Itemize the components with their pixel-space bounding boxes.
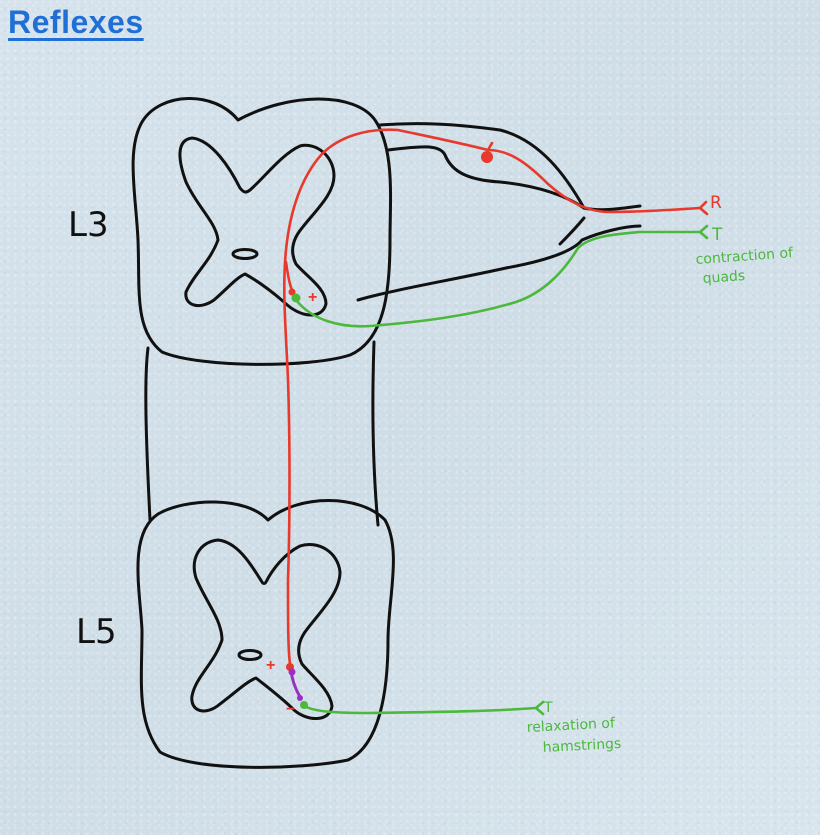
sign-l5-excitatory: + [266, 657, 275, 674]
ganglion-stalk [486, 141, 494, 152]
cord-left-wall [144, 346, 152, 522]
nerve-split [558, 216, 586, 246]
quads-motor-cell-body [291, 293, 301, 303]
label-l5: L5 [76, 612, 117, 652]
interneuron-cell-body [288, 668, 296, 676]
receptor-ending-bottom [698, 206, 709, 216]
sensory-axon-peripheral [320, 128, 702, 214]
sign-l3-excitatory: + [308, 289, 317, 306]
quads-motor-axon [294, 230, 702, 328]
receptor-ending-top [698, 200, 708, 210]
l3-outer-contour [131, 97, 393, 366]
l5-central-canal [237, 649, 263, 661]
cord-right-wall [371, 340, 380, 527]
annotation-hamstrings-line1: relaxation of [526, 715, 616, 736]
label-l3: L3 [68, 205, 109, 245]
hamstrings-target-bottom [534, 706, 545, 716]
sensory-neuron [282, 128, 709, 666]
annotation-quads-line1: contraction of [695, 245, 794, 268]
spinal-cord-outlines [131, 97, 642, 769]
page-title: Reflexes [8, 4, 144, 40]
quads-target-bottom [698, 230, 709, 240]
annotation-hamstrings-line2: hamstrings [542, 736, 621, 756]
label-quad-target: T [711, 225, 723, 245]
nerve-lower-branch [356, 224, 642, 302]
label-hamstring-target: T [543, 700, 553, 716]
nerve-inner-top [378, 122, 586, 210]
sensory-axon-central [282, 152, 324, 666]
interneuron-terminal [297, 695, 303, 701]
sign-l5-inhibitory: − [286, 701, 295, 718]
l5-outer-contour [136, 499, 395, 769]
hamstrings-motor-cell-body [300, 701, 308, 709]
l5-gray-matter [190, 538, 342, 720]
sensory-cell-body [481, 151, 493, 163]
annotation-quads-line2: quads [702, 268, 746, 287]
label-receptor: R [710, 193, 722, 213]
motor-neurons [294, 224, 709, 716]
quads-target-top [698, 224, 709, 234]
hamstrings-target-top [534, 700, 545, 710]
inhibitory-interneuron [288, 668, 303, 701]
hamstrings-motor-axon [302, 704, 538, 715]
sensory-terminal-l3 [288, 288, 296, 296]
l3-central-canal [231, 248, 259, 260]
